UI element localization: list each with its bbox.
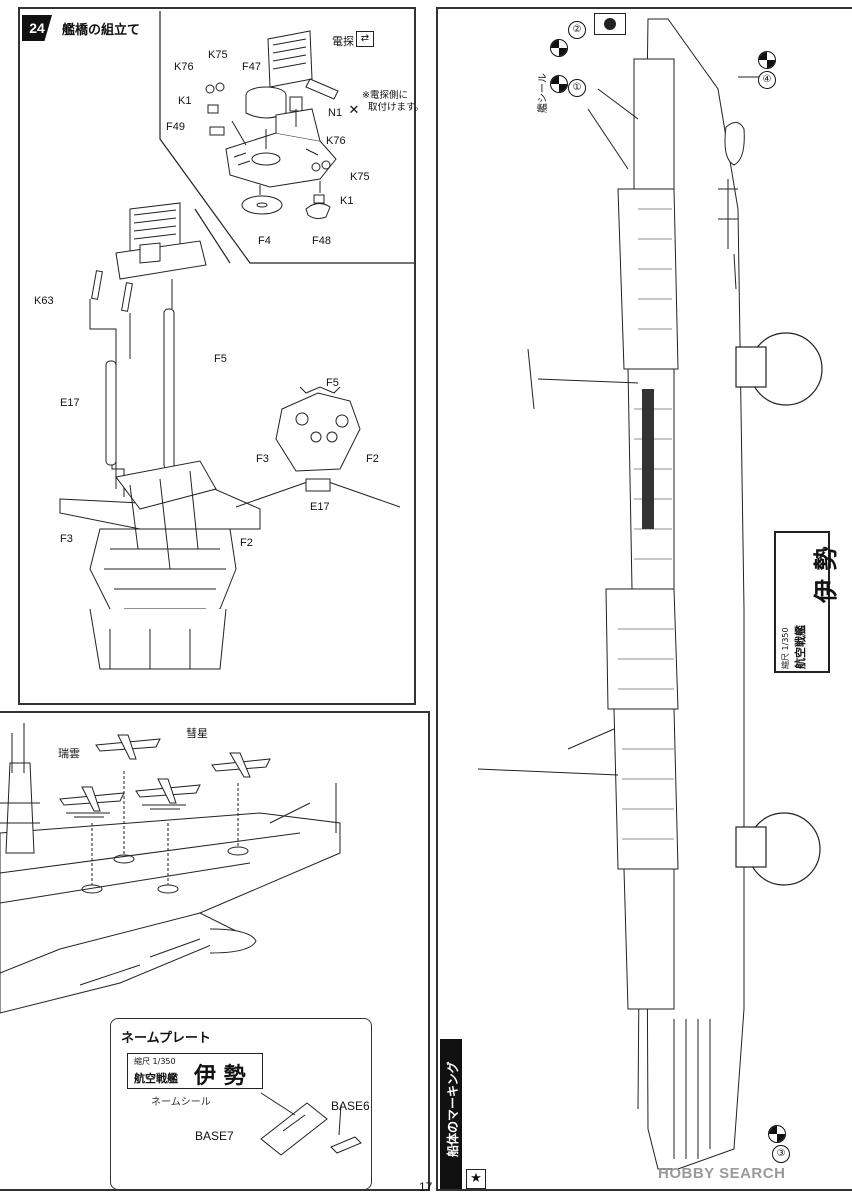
bridge-assembly-drawing xyxy=(59,11,414,670)
label-f2-detail: F2 xyxy=(366,453,379,465)
nameplate-seal-label: ネームシール xyxy=(151,1097,211,1108)
label-k63: K63 xyxy=(34,295,54,307)
ship-profile-drawing xyxy=(477,18,823,1170)
label-f5: F5 xyxy=(214,353,227,365)
marking-plate-name: 伊 勢 xyxy=(811,546,840,603)
marker-flag-4 xyxy=(758,51,776,69)
nameplate-seal: 縮尺 1/350 航空戦艦 伊 勢 xyxy=(127,1053,263,1089)
nameplate-box: ネームプレート 縮尺 1/350 航空戦艦 伊 勢 ネームシール BASE7 B… xyxy=(110,1018,372,1190)
marking-nameplate-seal: 縮尺 1/350 航空戦艦 伊 勢 xyxy=(774,531,840,673)
seal-side-label: 艦シール xyxy=(538,73,549,113)
label-k75-right: K75 xyxy=(350,171,370,183)
aircraft-suisei-label: 彗星 xyxy=(186,727,208,740)
marking-panel: ② ① 艦シール ④ ③ 縮尺 1/350 航空戦艦 伊 勢 船体のマーキング … xyxy=(436,7,852,1191)
radar-note-line2: 取付けます。 xyxy=(368,102,425,113)
nameplate-stand-drawing xyxy=(260,1092,362,1156)
nameplate-scale: 縮尺 1/350 xyxy=(134,1057,176,1066)
nameplate-type: 航空戦艦 xyxy=(134,1072,178,1085)
label-k76-right: K76 xyxy=(326,135,346,147)
label-f3-detail: F3 xyxy=(256,453,269,465)
nameplate-title: ネームプレート xyxy=(121,1031,211,1046)
step-24-panel: 24 艦橋の組立て 電探 ⇄ K75 K76 F47 K1 F49 N1 ✕ ※… xyxy=(18,7,424,705)
aircraft-deck-drawing xyxy=(0,723,341,1014)
label-k75: K75 xyxy=(208,49,228,61)
marker-circle-2: ② xyxy=(568,21,586,39)
page-number: 17 xyxy=(419,1180,433,1194)
no-glue-icon: ✕ xyxy=(348,103,360,118)
marking-title-bar xyxy=(440,1039,462,1189)
star-icon: ★ xyxy=(466,1169,486,1189)
label-base6: BASE6 xyxy=(331,1099,370,1113)
watermark: HOBBY SEARCH xyxy=(658,1165,786,1182)
marker-circle-4: ④ xyxy=(758,71,776,89)
aircraft-panel: 彗星 瑞雲 ネームプレート 縮尺 1/350 航空戦艦 伊 勢 ネームシール B… xyxy=(0,711,430,1191)
label-f4: F4 xyxy=(258,235,271,247)
marking-plate-type: 航空戦艦 xyxy=(794,625,807,669)
marking-title: 船体のマーキング xyxy=(446,1061,460,1157)
marking-plate-scale: 縮尺 1/350 xyxy=(781,627,790,669)
label-f3: F3 xyxy=(60,533,73,545)
label-base7: BASE7 xyxy=(195,1129,234,1143)
marker-flag-3 xyxy=(768,1125,786,1143)
label-e17: E17 xyxy=(60,397,80,409)
label-f48: F48 xyxy=(312,235,331,247)
label-f2: F2 xyxy=(240,537,253,549)
flag-icon xyxy=(594,13,626,35)
marker-flag-1 xyxy=(550,75,568,93)
swap-arrows-icon: ⇄ xyxy=(356,31,374,47)
radar-note-line1: ※電探側に xyxy=(362,90,408,101)
label-n1: N1 xyxy=(328,107,343,119)
step-title: 艦橋の組立て xyxy=(62,23,141,38)
label-k1: K1 xyxy=(178,95,192,107)
label-f49: F49 xyxy=(166,121,185,133)
marker-circle-1: ① xyxy=(568,79,586,97)
label-f5-detail: F5 xyxy=(326,377,339,389)
marker-flag-2 xyxy=(550,39,568,57)
label-k1-right: K1 xyxy=(340,195,354,207)
marker-circle-3: ③ xyxy=(772,1145,790,1163)
label-radar: 電探 xyxy=(332,35,354,48)
aircraft-zuiun-label: 瑞雲 xyxy=(58,747,80,760)
nameplate-name: 伊 勢 xyxy=(194,1063,246,1089)
label-k76: K76 xyxy=(174,61,194,73)
label-f47: F47 xyxy=(242,61,261,73)
label-e17-detail: E17 xyxy=(310,501,330,513)
